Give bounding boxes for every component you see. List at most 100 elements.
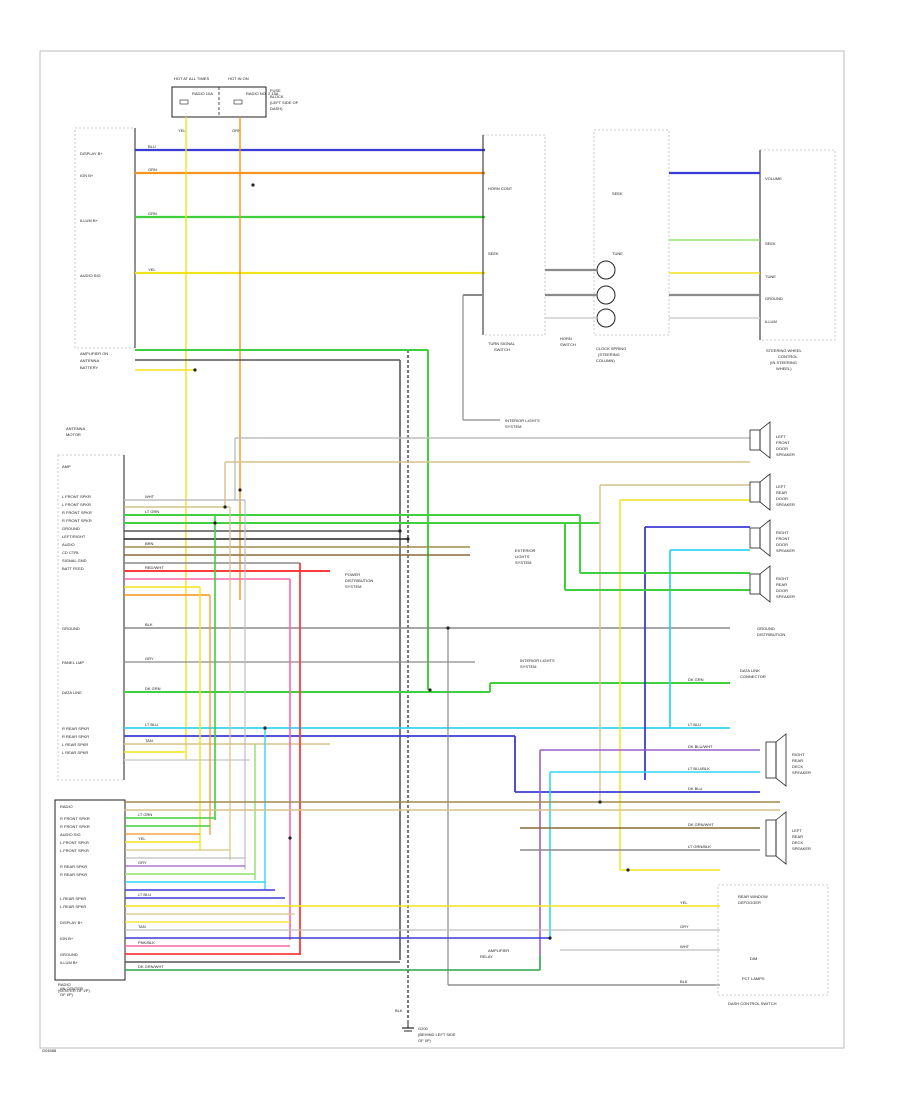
- svg-text:L REAR SPKR: L REAR SPKR: [62, 742, 88, 747]
- svg-text:R FRONT SPKR: R FRONT SPKR: [62, 510, 92, 515]
- svg-text:SEEK: SEEK: [612, 191, 623, 196]
- svg-text:BATT FEED: BATT FEED: [62, 566, 84, 571]
- turn-signal-switch: HORN CONT SEEK TURN SIGNAL SWITCH: [482, 134, 546, 352]
- clock-spring-label-3: COLUMN): [596, 358, 615, 363]
- svg-text:SIGNAL GND: SIGNAL GND: [62, 558, 87, 563]
- lrd-speaker-3: DECK: [792, 840, 803, 845]
- svg-text:DK GRN/WHT: DK GRN/WHT: [688, 822, 714, 827]
- rear-deck-wires: DK BLU/WHT LT BLU/BLK DK BLU DK GRN/WHT …: [124, 677, 811, 955]
- svg-text:L FRONT SPKR: L FRONT SPKR: [60, 840, 89, 845]
- svg-text:ILLUM B+: ILLUM B+: [80, 218, 99, 223]
- svg-text:BATTERY: BATTERY: [80, 365, 98, 370]
- svg-text:DIM: DIM: [750, 956, 757, 961]
- antenna-label-2: MOTOR: [66, 432, 81, 437]
- svg-text:GROUND: GROUND: [62, 626, 80, 631]
- svg-text:GROUND: GROUND: [60, 952, 78, 957]
- lf-speaker-1: LEFT: [776, 434, 786, 439]
- clock-spring-label-1: CLOCK SPRING: [596, 346, 626, 351]
- ground-g200-2: (BEHIND LEFT SIDE: [418, 1032, 456, 1037]
- fuse-desc-1: FUSE: [270, 88, 281, 93]
- svg-text:ILLUM B+: ILLUM B+: [60, 960, 79, 965]
- svg-text:GROUND: GROUND: [62, 526, 80, 531]
- lf-speaker-2: FRONT: [776, 440, 790, 445]
- rrd-speaker-1: RIGHT: [792, 752, 805, 757]
- svg-text:IGN B+: IGN B+: [60, 936, 74, 941]
- amp-wires: WHT LT GRN BRN RED/WHT BLK GRY DK GRN LT…: [124, 494, 730, 761]
- power-dist-2: DISTRIBUTION: [345, 578, 373, 583]
- svg-text:L REAR SPKR: L REAR SPKR: [62, 750, 88, 755]
- steering-ctrl-label-3: (IN STEERING: [770, 360, 797, 365]
- lrd-speaker-2: REAR: [792, 834, 803, 839]
- footer-code: G04588: [42, 1048, 57, 1053]
- fuse-desc-2: BLOCK: [270, 94, 284, 99]
- svg-text:(CENTER OF I/P): (CENTER OF I/P): [58, 988, 90, 993]
- rrd-speaker-3: DECK: [792, 764, 803, 769]
- fuse-desc-4: DASH): [270, 106, 283, 111]
- rrd-speaker-2: REAR: [792, 758, 803, 763]
- interior-lights2-2: SYSTEM: [520, 664, 536, 669]
- svg-text:AUDIO SIG: AUDIO SIG: [80, 273, 101, 278]
- steering-ctrl-label-4: WHEEL): [776, 366, 792, 371]
- svg-text:DISPLAY B+: DISPLAY B+: [80, 151, 103, 156]
- lr-speaker-4: SPEAKER: [776, 502, 795, 507]
- svg-text:DK GRN/WHT: DK GRN/WHT: [138, 964, 164, 969]
- rr-speaker-4: SPEAKER: [776, 594, 795, 599]
- lr-speaker-1: LEFT: [776, 484, 786, 489]
- radio-label: RADIO: [60, 804, 73, 809]
- exterior-lights-1: EXTERIOR: [515, 548, 536, 553]
- svg-text:L FRONT SPKR: L FRONT SPKR: [62, 494, 91, 499]
- svg-text:IGN B+: IGN B+: [80, 173, 94, 178]
- amp-relay-2: RELAY: [480, 954, 493, 959]
- lf-speaker-4: SPEAKER: [776, 452, 795, 457]
- svg-text:DEFOGGER: DEFOGGER: [738, 900, 761, 905]
- power-dist-1: POWER: [345, 572, 360, 577]
- steering-ctrl-label-2: CONTROL: [778, 354, 798, 359]
- svg-text:TUNE: TUNE: [765, 274, 776, 279]
- ground-dist-1: GROUND: [757, 626, 775, 631]
- svg-text:TAN: TAN: [145, 738, 153, 743]
- dash-control-label: DASH CONTROL SWITCH: [728, 1001, 777, 1006]
- fuse-left-id: RADIO 10A: [192, 91, 213, 96]
- svg-text:AMPLIFIER ON: AMPLIFIER ON: [80, 351, 108, 356]
- steering-ctrl-label-1: STEERING WHEEL: [766, 348, 803, 353]
- svg-text:DISPLAY B+: DISPLAY B+: [60, 920, 83, 925]
- svg-text:DATA LINE: DATA LINE: [62, 690, 82, 695]
- svg-text:YEL: YEL: [148, 267, 156, 272]
- svg-text:DK BLU: DK BLU: [688, 786, 703, 791]
- svg-text:REAR WINDOW: REAR WINDOW: [738, 894, 768, 899]
- clock-spring: SEEK TUNE CLOCK SPRING (STEERING COLUMN): [593, 129, 670, 363]
- svg-text:SEEK: SEEK: [488, 251, 499, 256]
- svg-text:HORN CONT: HORN CONT: [488, 186, 513, 191]
- interior-lights-label-1: INTERIOR LIGHTS: [505, 418, 540, 423]
- svg-text:R REAR SPKR: R REAR SPKR: [60, 872, 87, 877]
- rf-speaker-3: DOOR: [776, 542, 788, 547]
- svg-text:VOLUME: VOLUME: [765, 176, 782, 181]
- radio-top-box: DISPLAY B+ IGN B+ ILLUM B+ AUDIO SIG AMP…: [74, 127, 136, 370]
- svg-text:AUDIO: AUDIO: [62, 542, 75, 547]
- svg-text:BRN: BRN: [145, 541, 154, 546]
- svg-text:LT BLU: LT BLU: [145, 722, 158, 727]
- turn-signal-label-1: TURN SIGNAL: [488, 341, 516, 346]
- svg-text:GRY: GRY: [145, 656, 154, 661]
- ground-g200-3: OF I/P): [418, 1038, 432, 1043]
- svg-text:LT BLU: LT BLU: [138, 892, 151, 897]
- antenna-label-1: ANTENNA: [66, 426, 85, 431]
- svg-text:DK BLU/WHT: DK BLU/WHT: [688, 744, 713, 749]
- fuse-right-label: HOT IN ON: [228, 76, 249, 81]
- svg-text:ORN: ORN: [148, 167, 157, 172]
- fuse-block: HOT AT ALL TIMES HOT IN ON RADIO 10A RAD…: [171, 76, 299, 133]
- svg-text:AMP: AMP: [62, 464, 71, 469]
- fuse-wire-left: YEL: [178, 128, 186, 133]
- radio-loc-2: OF I/P): [60, 992, 74, 997]
- svg-text:GRY: GRY: [680, 924, 689, 929]
- clock-spring-label-2: (STEERING: [598, 352, 620, 357]
- rrd-speaker-4: SPEAKER: [792, 770, 811, 775]
- svg-text:CD CTRL: CD CTRL: [62, 550, 80, 555]
- interior-lights-label-2: SYSTEM: [505, 424, 521, 429]
- svg-text:BLK: BLK: [680, 979, 688, 984]
- svg-text:R REAR SPKR: R REAR SPKR: [62, 726, 89, 731]
- top-wires: BLU ORN GRN YEL: [135, 144, 485, 275]
- svg-text:DK GRN: DK GRN: [145, 686, 161, 691]
- rf-speaker-1: RIGHT: [776, 530, 789, 535]
